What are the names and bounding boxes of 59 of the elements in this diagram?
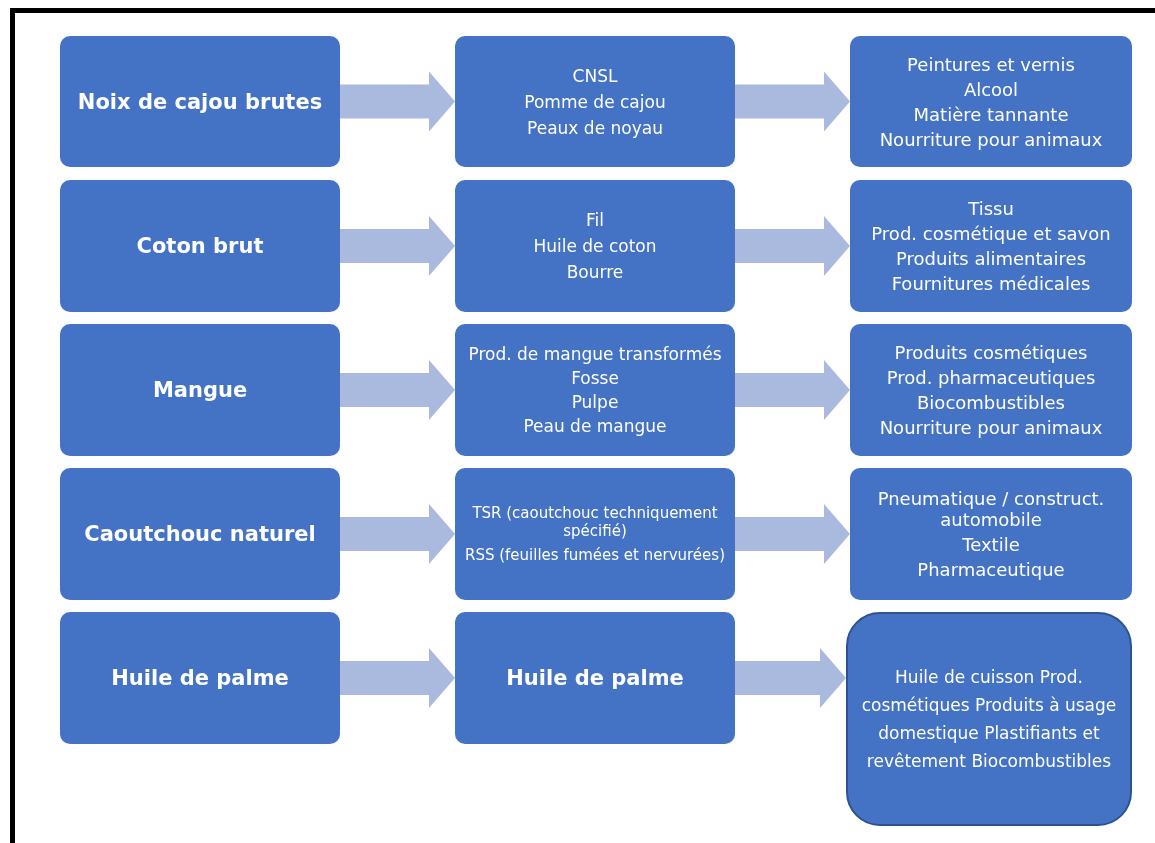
block-arrow bbox=[340, 71, 455, 132]
process-box bbox=[455, 468, 735, 600]
box-text: Pneumatique / construct. automobile bbox=[876, 488, 1106, 530]
process-box bbox=[455, 324, 735, 456]
process-box bbox=[455, 612, 735, 744]
box-text: RSS (feuilles fumées et nervurées) bbox=[465, 546, 725, 564]
block-arrow bbox=[735, 216, 850, 276]
process-box bbox=[850, 36, 1132, 167]
process-box bbox=[60, 468, 340, 600]
box-text: Biocombustibles bbox=[917, 392, 1065, 413]
box-text: Alcool bbox=[963, 78, 1019, 100]
process-box bbox=[455, 180, 735, 312]
process-box bbox=[60, 612, 340, 744]
box-text: Prod. de mangue transformés bbox=[468, 344, 722, 364]
box-text: Huile de palme bbox=[111, 666, 289, 690]
box-text: Tissu bbox=[968, 198, 1014, 219]
box-text: Prod. cosmétique et savon bbox=[871, 223, 1111, 244]
box-text: Huile de cuisson Prod. cosmétiques Produits à usage domestique Plastifiants et revêtement Biocombustibles bbox=[860, 665, 1118, 774]
box-text: Noix de cajou brutes bbox=[77, 89, 323, 114]
box-text: Fosse bbox=[571, 368, 619, 388]
block-arrow bbox=[340, 216, 455, 276]
process-box bbox=[850, 324, 1132, 456]
box-text: Produits alimentaires bbox=[895, 248, 1087, 269]
box-text: Textile bbox=[962, 534, 1020, 555]
block-arrow bbox=[340, 648, 455, 708]
box-text: Pomme de cajou bbox=[524, 91, 666, 112]
block-arrow bbox=[735, 504, 850, 564]
process-box bbox=[850, 468, 1132, 600]
box-text: Peau de mangue bbox=[523, 416, 667, 436]
box-text: Huile de palme bbox=[506, 666, 684, 690]
process-box bbox=[846, 612, 1132, 826]
box-text: Nourriture pour animaux bbox=[879, 417, 1103, 438]
block-arrow bbox=[735, 648, 846, 708]
box-text: Prod. pharmaceutiques bbox=[886, 367, 1096, 388]
box-text: Pharmaceutique bbox=[917, 559, 1065, 580]
box-text: Produits cosmétiques bbox=[894, 342, 1088, 363]
box-text: TSR (caoutchouc techniquement spécifié) bbox=[471, 504, 719, 540]
box-text: Peaux de noyau bbox=[527, 117, 663, 138]
block-arrow bbox=[735, 360, 850, 420]
box-text: Mangue bbox=[152, 378, 248, 402]
block-arrow bbox=[340, 360, 455, 420]
process-box bbox=[60, 36, 340, 167]
box-text: Caoutchouc naturel bbox=[84, 522, 316, 546]
box-text: Fil bbox=[586, 210, 604, 230]
block-arrow bbox=[340, 504, 455, 564]
process-box bbox=[60, 324, 340, 456]
box-text: Bourre bbox=[566, 262, 624, 282]
box-text: Peintures et vernis bbox=[907, 53, 1075, 75]
block-arrow bbox=[735, 71, 850, 132]
box-text: CNSL bbox=[572, 65, 618, 86]
box-text: Huile de coton bbox=[533, 236, 657, 256]
box-text: Matière tannante bbox=[913, 103, 1069, 125]
process-box bbox=[850, 180, 1132, 312]
box-text: Fournitures médicales bbox=[891, 273, 1091, 294]
process-box bbox=[60, 180, 340, 312]
process-box bbox=[455, 36, 735, 167]
box-text: Nourriture pour animaux bbox=[879, 128, 1103, 150]
box-text: Coton brut bbox=[136, 234, 264, 258]
box-text: Pulpe bbox=[571, 392, 619, 412]
